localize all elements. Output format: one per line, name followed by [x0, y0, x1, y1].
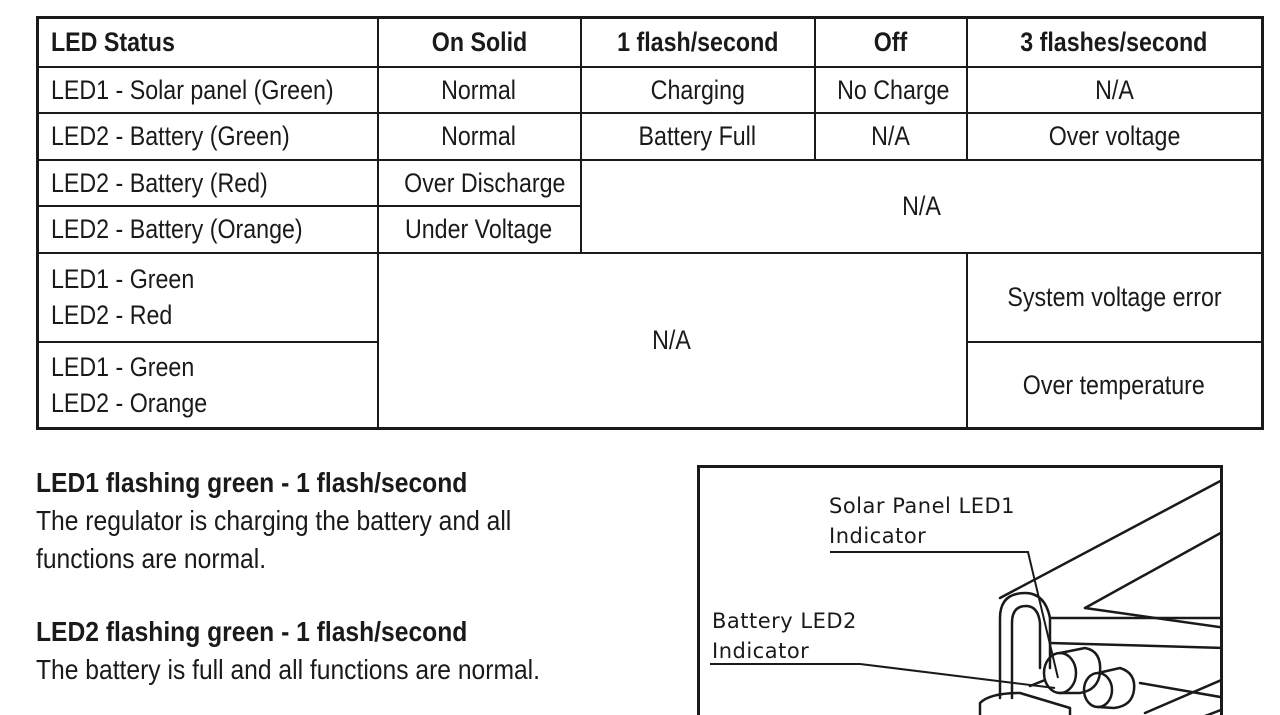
cell-three-flash: N/A [965, 65, 1264, 115]
description-heading: LED2 flashing green - 1 flash/second [36, 616, 468, 647]
description-text: functions are normal. [36, 543, 267, 574]
table-row: LED1 - Solar panel (Green) Normal Chargi… [36, 65, 1264, 115]
description-heading: LED1 flashing green - 1 flash/second [36, 467, 468, 498]
description-led1: LED1 flashing green - 1 flash/second The… [36, 464, 576, 578]
table-row: LED1 - Green LED2 - Orange Over temperat… [36, 340, 1264, 430]
row-label: LED2 - Battery (Green) [36, 112, 379, 161]
header-on-solid: On Solid [376, 16, 582, 68]
regulator-illustration [710, 479, 1220, 715]
led-status-table: LED Status On Solid 1 flash/second Off 3… [36, 16, 1264, 430]
cell-on-solid: Normal [376, 112, 582, 161]
description-led2: LED2 flashing green - 1 flash/second The… [36, 613, 609, 689]
description-text: The regulator is charging the battery an… [36, 505, 512, 536]
cell-one-flash: Battery Full [579, 112, 816, 161]
header-one-flash: 1 flash/second [579, 16, 816, 68]
cell-on-solid: Under Voltage [376, 205, 582, 254]
table-row: LED1 - Green LED2 - Red N/A System volta… [36, 251, 1264, 430]
header-off: Off [813, 16, 968, 68]
merged-na-cell: N/A [579, 158, 1264, 254]
row-label: LED1 - Solar panel (Green) [36, 65, 379, 115]
cell-three-flash: Over voltage [965, 112, 1264, 161]
regulator-diagram: Solar Panel LED1 Indicator Battery LED2 … [697, 465, 1223, 715]
cell-on-solid: Normal [376, 65, 582, 115]
row-label: LED2 - Battery (Orange) [36, 205, 379, 254]
row-label: LED2 - Battery (Red) [36, 158, 379, 208]
cell-three-flash: System voltage error [965, 251, 1264, 343]
cell-on-solid: Over Discharge [376, 158, 582, 208]
row-label: LED1 - Green LED2 - Orange [36, 340, 379, 430]
description-text: The battery is full and all functions ar… [36, 654, 541, 685]
solar-led-label: Solar Panel LED1 Indicator [829, 494, 1016, 548]
header-led-status: LED Status [36, 16, 379, 68]
table-row: LED2 - Battery (Red) Over Discharge N/A [36, 158, 1264, 254]
battery-led-label: Battery LED2 Indicator [712, 609, 857, 663]
table-row: LED2 - Battery (Orange) Under Voltage [36, 205, 1263, 254]
cell-off: N/A [813, 112, 968, 161]
table-header-row: LED Status On Solid 1 flash/second Off 3… [36, 16, 1264, 68]
merged-na-cell: N/A [376, 251, 968, 430]
cell-one-flash: Charging [579, 65, 816, 115]
cell-three-flash: Over temperature [965, 340, 1264, 430]
header-three-flash: 3 flashes/second [965, 16, 1264, 68]
cell-off: No Charge [813, 65, 968, 115]
row-label: LED1 - Green LED2 - Red [36, 251, 379, 343]
table-row: LED2 - Battery (Green) Normal Battery Fu… [36, 112, 1264, 161]
